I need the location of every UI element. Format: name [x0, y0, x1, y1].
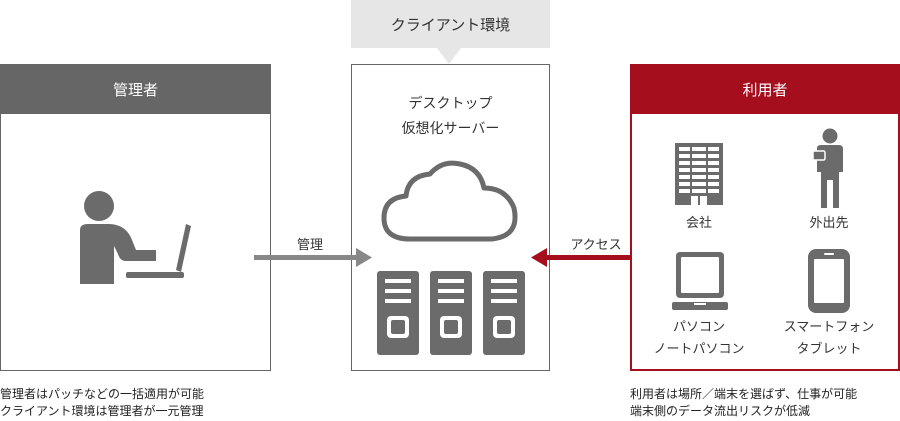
admin-caption-line2: クライアント環境は管理者が一元管理	[0, 404, 204, 418]
device-label-smartphone-line1: スマートフォン	[783, 320, 875, 335]
admin-caption: 管理者はパッチなどの一括適用が可能 クライアント環境は管理者が一元管理	[0, 386, 204, 420]
vdi-server-label: デスクトップ 仮想化サーバー	[351, 92, 550, 142]
admin-caption-line1: 管理者はパッチなどの一括適用が可能	[0, 387, 205, 401]
smartphone-icon	[808, 249, 850, 313]
device-label-office: 会社	[685, 216, 712, 231]
client-env-pointer	[437, 48, 461, 64]
office-building-icon	[675, 143, 723, 205]
manage-arrow	[254, 248, 372, 267]
user-panel: 利用者	[630, 64, 900, 371]
client-env-label: クライアント環境	[351, 0, 550, 48]
cloud-icon	[381, 160, 518, 242]
admin-panel: 管理者	[0, 64, 271, 371]
user-caption-line1: 利用者は場所／端末を選ばず、仕事が可能	[630, 387, 858, 401]
user-caption-line2: 端末側のデータ流出リスクが低減	[630, 404, 811, 418]
device-label-smartphone: スマートフォン タブレット	[774, 317, 884, 361]
device-label-smartphone-line2: タブレット	[796, 342, 862, 357]
access-arrow-label: アクセス	[570, 238, 622, 253]
device-label-pc-line1: パソコン	[672, 320, 725, 335]
device-label-pc-line2: ノートパソコン	[653, 342, 745, 357]
mobile-person-icon	[812, 128, 843, 208]
user-header: 利用者	[630, 64, 900, 114]
laptop-icon	[672, 252, 728, 310]
admin-header: 管理者	[0, 64, 271, 114]
vdi-label-line1: デスクトップ	[408, 96, 493, 112]
manage-arrow-label: 管理	[296, 238, 323, 253]
access-arrow	[531, 248, 649, 267]
vdi-label-line2: 仮想化サーバー	[401, 121, 500, 137]
device-label-outside: 外出先	[809, 216, 849, 231]
admin-person-icon	[80, 191, 191, 284]
device-label-pc: パソコン ノートパソコン	[646, 317, 752, 361]
server-rack-icon	[377, 271, 525, 355]
user-caption: 利用者は場所／端末を選ばず、仕事が可能 端末側のデータ流出リスクが低減	[630, 386, 857, 420]
